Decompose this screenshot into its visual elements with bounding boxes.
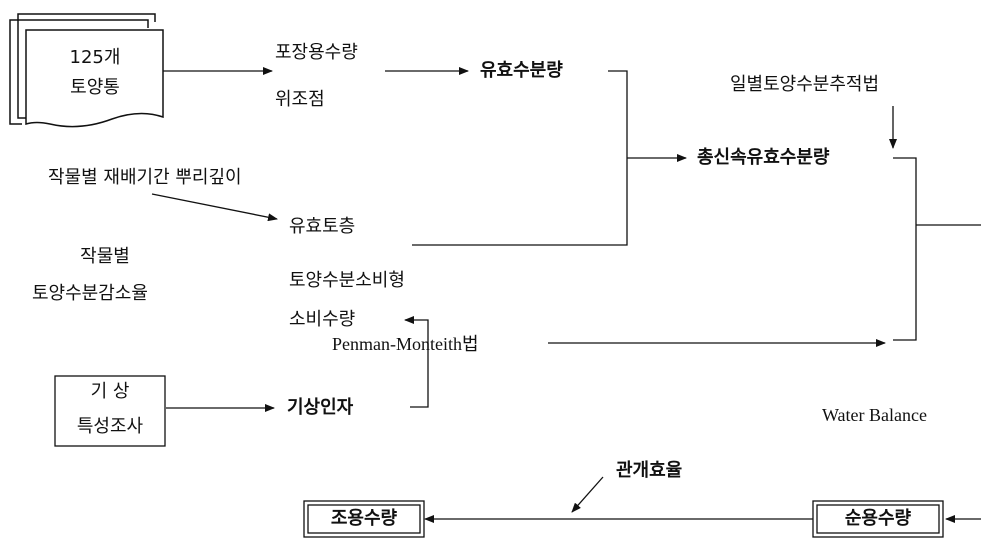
penman-monteith-label: Penman-Monteith법: [332, 334, 479, 354]
weather-box-border: [54, 375, 166, 447]
survey-label: 특성조사: [76, 416, 144, 437]
soil-count-label: 125개: [69, 47, 121, 68]
gross-requirement-label: 조용수량: [330, 508, 398, 529]
arrow-weather-to-use: [404, 316, 429, 408]
consumptive-use-label: 소비수량: [289, 309, 356, 330]
wilting-point-label: 위조점: [275, 89, 325, 110]
irrigation-efficiency-label: 관개효율: [616, 460, 683, 481]
field-capacity-label: 포장용수량: [275, 42, 358, 63]
arrow-depth-to-layer: [151, 193, 278, 222]
arrow-efficiency: [571, 476, 604, 513]
available-moisture-label: 유효수분량: [480, 60, 563, 81]
water-balance-label: Water Balance: [822, 405, 927, 425]
daily-method-label: 일별토양수분추적법: [730, 74, 880, 95]
depletion-rate-label: 토양수분감소율: [32, 283, 148, 304]
bracket-available-layer: [412, 70, 628, 246]
soil-series-label: 토양통: [70, 77, 120, 98]
net-requirement-label: 순용수량: [844, 508, 912, 529]
weather-label: 기 상: [90, 381, 130, 402]
crop-root-depth-label: 작물별 재배기간 뿌리깊이: [48, 167, 242, 188]
total-available-label: 총신속유효수분량: [697, 147, 830, 168]
effective-layer-label: 유효토층: [289, 216, 356, 237]
weather-factors-label: 기상인자: [287, 397, 354, 418]
consumption-type-label: 토양수분소비형: [289, 270, 405, 291]
crop-label: 작물별: [80, 246, 130, 267]
soil-stack-icon: [9, 13, 164, 128]
bracket-balance-inputs: [893, 157, 917, 341]
